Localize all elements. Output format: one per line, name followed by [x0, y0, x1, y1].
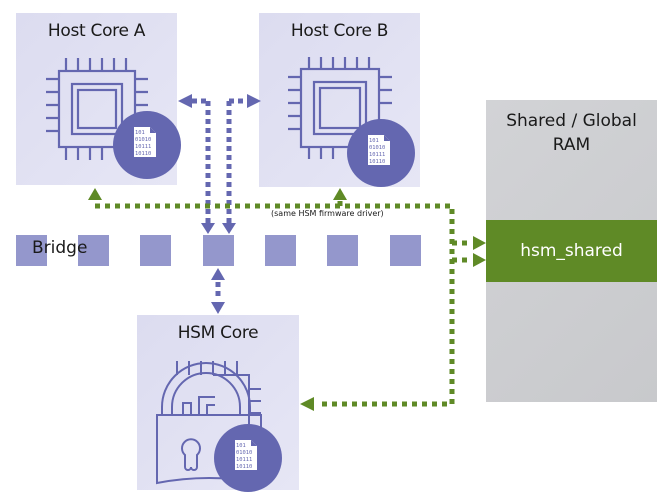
bridge-segment: [390, 235, 421, 266]
ram-title-line1: Shared / Global: [506, 111, 637, 131]
arrow-to-hsm: [211, 302, 225, 314]
arrow-to-host-b: [247, 94, 261, 108]
host-core-a-title: Host Core A: [47, 21, 146, 41]
arrow-to-host-a-green: [88, 188, 102, 200]
arrow-to-hsm-shared-1: [473, 236, 486, 250]
hsm-shared-region: hsm_shared: [486, 220, 657, 282]
host-core-b-title: Host Core B: [290, 21, 389, 41]
hsm-core-title: HSM Core: [177, 323, 259, 343]
svg-text:01010: 01010: [135, 137, 151, 143]
svg-text:10110: 10110: [236, 464, 252, 470]
svg-text:10111: 10111: [236, 457, 252, 463]
arrow-to-bridge-b: [222, 223, 236, 234]
arrow-to-hsm-green: [300, 397, 314, 411]
ram-title: Shared / Global RAM: [486, 109, 657, 157]
bridge-segment: [78, 235, 109, 266]
arrow-to-host-a: [178, 94, 192, 108]
arrow-to-host-b-green: [333, 188, 347, 200]
svg-text:101: 101: [236, 443, 246, 449]
bridge-segment: [140, 235, 171, 266]
svg-text:01010: 01010: [369, 145, 385, 151]
svg-text:10111: 10111: [369, 152, 385, 158]
svg-text:101: 101: [369, 138, 379, 144]
svg-text:101: 101: [135, 130, 145, 136]
arrow-to-bridge-from-hsm: [211, 268, 225, 280]
bridge-segment: [265, 235, 296, 266]
svg-text:10110: 10110: [369, 159, 385, 165]
arrow-to-bridge-a: [201, 223, 215, 234]
svg-text:01010: 01010: [236, 450, 252, 456]
ram-title-line2: RAM: [552, 135, 591, 155]
svg-text:10111: 10111: [135, 144, 151, 150]
arrow-to-hsm-shared-2: [473, 253, 486, 267]
bridge-segment: [327, 235, 358, 266]
link-shared-to-cores-and-hsm: [95, 203, 455, 407]
bridge-segment: [203, 235, 234, 266]
bridge-label: Bridge: [32, 238, 88, 258]
cpu-chip-icon: [46, 58, 148, 160]
svg-text:10110: 10110: [135, 151, 151, 157]
firmware-driver-note: (same HSM firmware driver): [271, 209, 384, 218]
cpu-chip-icon: [288, 57, 392, 159]
bridge-segment: [16, 235, 47, 266]
